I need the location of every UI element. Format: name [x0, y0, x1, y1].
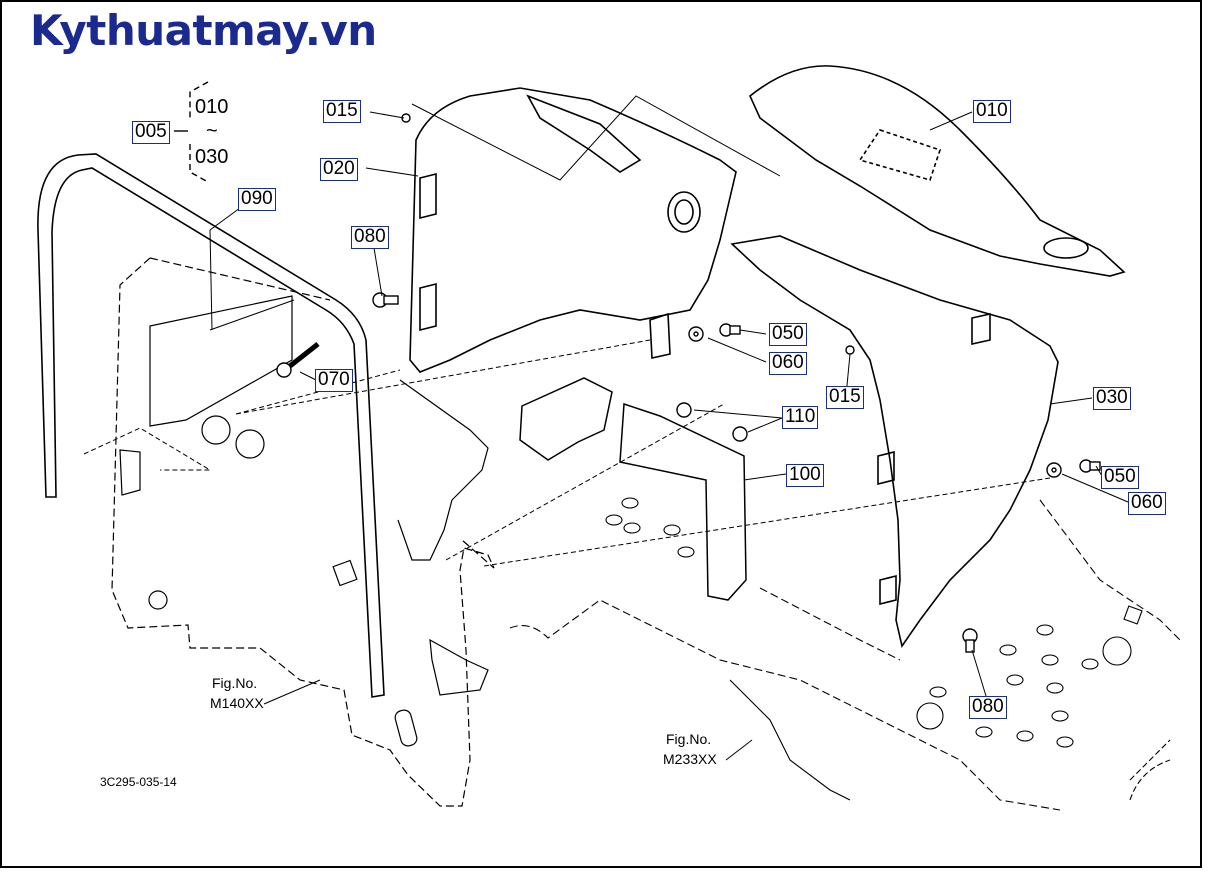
- clip-015b: [845, 345, 855, 355]
- fig-ref-2-title: Fig.No.: [666, 731, 712, 747]
- callout-060-left: 060: [769, 352, 807, 375]
- drawing-code: 3C295-035-14: [100, 775, 177, 789]
- fig-ref-1-code: M140XX: [210, 695, 264, 711]
- bolt-080a: [372, 292, 399, 308]
- callout-015-right: 015: [826, 386, 864, 409]
- callout-015-top: 015: [323, 100, 361, 123]
- front-panel: [111, 257, 495, 807]
- range-tilde: ~: [206, 120, 218, 142]
- leader-lines: [83, 95, 1129, 761]
- gasket-090: [37, 153, 385, 698]
- callout-005: 005: [132, 121, 170, 144]
- floor-plate: [509, 497, 1181, 811]
- bolt-110a: [676, 402, 692, 418]
- hood-top-010: [749, 65, 1126, 277]
- washer-060b: [1046, 462, 1062, 478]
- callout-030: 030: [1093, 387, 1131, 410]
- bolt-080b: [962, 628, 978, 653]
- callout-050-left: 050: [769, 323, 807, 346]
- bolt-110b: [732, 426, 748, 442]
- callout-060-right: 060: [1128, 492, 1166, 515]
- fig-ref-1-title: Fig.No.: [212, 675, 258, 691]
- fig-ref-2-code: M233XX: [663, 751, 717, 767]
- side-cover-030: [730, 235, 1059, 648]
- bracket-005: [174, 81, 209, 183]
- bolt-070: [276, 342, 320, 378]
- callout-010: 010: [973, 100, 1011, 123]
- bolt-050a: [719, 323, 741, 337]
- callout-050-right: 050: [1101, 466, 1139, 489]
- range-to: 030: [195, 146, 229, 168]
- range-from: 010: [195, 96, 229, 118]
- fasteners: [276, 113, 1101, 653]
- side-cover-020: [409, 87, 737, 373]
- callout-080-left: 080: [351, 226, 389, 249]
- brand-logo-text: Kythuatmay.vn: [30, 6, 377, 55]
- washer-060a: [688, 326, 704, 342]
- bolt-050b: [1079, 459, 1101, 473]
- bracket-100: [519, 377, 747, 601]
- callout-070: 070: [315, 369, 353, 392]
- callout-020: 020: [320, 158, 358, 181]
- callout-100: 100: [786, 464, 824, 487]
- callout-090: 090: [238, 188, 276, 211]
- callout-110: 110: [782, 406, 819, 429]
- callout-080-right: 080: [969, 696, 1007, 719]
